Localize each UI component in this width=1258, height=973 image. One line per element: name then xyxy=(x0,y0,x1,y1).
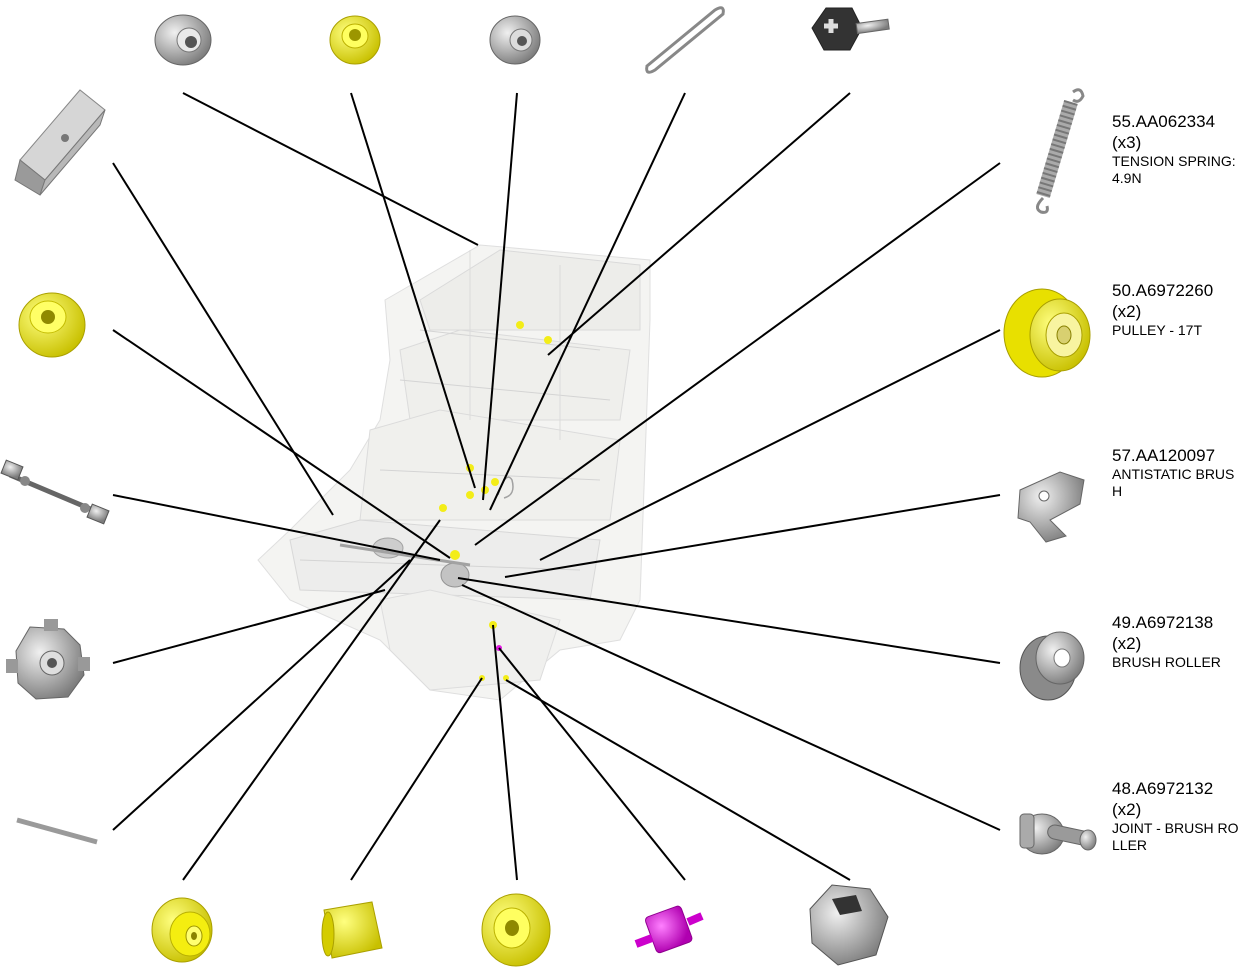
leader-line xyxy=(112,494,441,561)
leader-line xyxy=(474,162,1001,546)
collar-yellow-icon xyxy=(321,901,383,959)
callout-tension-spring: 55.AA062334 (x3) TENSION SPRING: 4.9N xyxy=(1112,111,1258,187)
leader-line xyxy=(112,162,334,516)
leader-line xyxy=(112,329,451,559)
gear-magenta-icon xyxy=(634,905,704,954)
belt-loop-icon xyxy=(645,6,725,74)
leader-line xyxy=(182,92,479,246)
assembly-ghost xyxy=(257,244,651,701)
description-line: PULLEY - 17T xyxy=(1112,322,1203,338)
tension-spring-icon xyxy=(1036,88,1085,214)
description-line: TENSION SPRING: xyxy=(1112,153,1236,169)
antistatic-brush-icon xyxy=(1017,471,1085,543)
part-number: 50.A6972260 xyxy=(1112,281,1214,300)
hex-nut-icon xyxy=(809,884,889,966)
quantity: (x2) xyxy=(1112,634,1142,653)
callout-pulley: 50.A6972260 (x2) PULLEY - 17T xyxy=(1112,280,1258,339)
leader-line xyxy=(457,577,1001,664)
bushing-gray-icon xyxy=(154,14,212,66)
bushing-gray-icon xyxy=(489,15,541,65)
gear-gray-icon xyxy=(6,619,90,700)
callout-antistatic-brush: 57.AA120097 ANTISTATIC BRUS H xyxy=(1112,445,1258,500)
part-number: 48.A6972132 xyxy=(1112,779,1214,798)
leader-line xyxy=(112,559,411,831)
leader-line xyxy=(489,92,686,511)
leader-line xyxy=(504,494,1001,578)
description-line: BRUSH ROLLER xyxy=(1112,654,1221,670)
description-line: H xyxy=(1112,483,1123,499)
leader-line xyxy=(482,92,518,501)
leader-line xyxy=(492,624,518,881)
leader-line xyxy=(498,647,686,881)
quantity: (x3) xyxy=(1112,133,1142,152)
shaft-icon xyxy=(0,459,110,525)
brush-roller-icon xyxy=(1019,631,1085,701)
leader-line xyxy=(350,677,483,881)
callout-joint-brush-roller: 48.A6972132 (x2) JOINT - BRUSH RO LLER xyxy=(1112,778,1258,854)
leader-line xyxy=(112,589,386,664)
quantity: (x2) xyxy=(1112,302,1142,321)
leader-lines xyxy=(112,92,1001,881)
description-line: LLER xyxy=(1112,837,1148,853)
callout-brush-roller: 49.A6972138 (x2) BRUSH ROLLER xyxy=(1112,612,1258,671)
square-block-icon xyxy=(14,89,106,196)
description-line: JOINT - BRUSH RO xyxy=(1112,820,1239,836)
leader-line xyxy=(350,92,476,489)
description-line: ANTISTATIC BRUS xyxy=(1112,466,1235,482)
part-number: 55.AA062334 xyxy=(1112,112,1216,131)
leader-line xyxy=(461,584,1001,831)
roller-yellow-icon xyxy=(481,893,551,967)
leader-line xyxy=(182,519,441,881)
part-number: 57.AA120097 xyxy=(1112,446,1216,465)
description-line: 4.9N xyxy=(1112,170,1142,186)
part-number: 49.A6972138 xyxy=(1112,613,1214,632)
bushing-yellow-icon xyxy=(18,292,86,358)
bushing-yellow-icon xyxy=(329,15,381,65)
joint-brush-roller-icon xyxy=(1019,813,1097,855)
leader-line xyxy=(539,329,1001,561)
screw-icon xyxy=(811,7,890,51)
pulley-17t-icon xyxy=(1003,288,1091,378)
pin-icon xyxy=(16,817,98,845)
leader-line xyxy=(547,92,851,356)
quantity: (x2) xyxy=(1112,800,1142,819)
pulley-yellow-icon xyxy=(151,897,213,963)
leader-line xyxy=(505,679,851,881)
